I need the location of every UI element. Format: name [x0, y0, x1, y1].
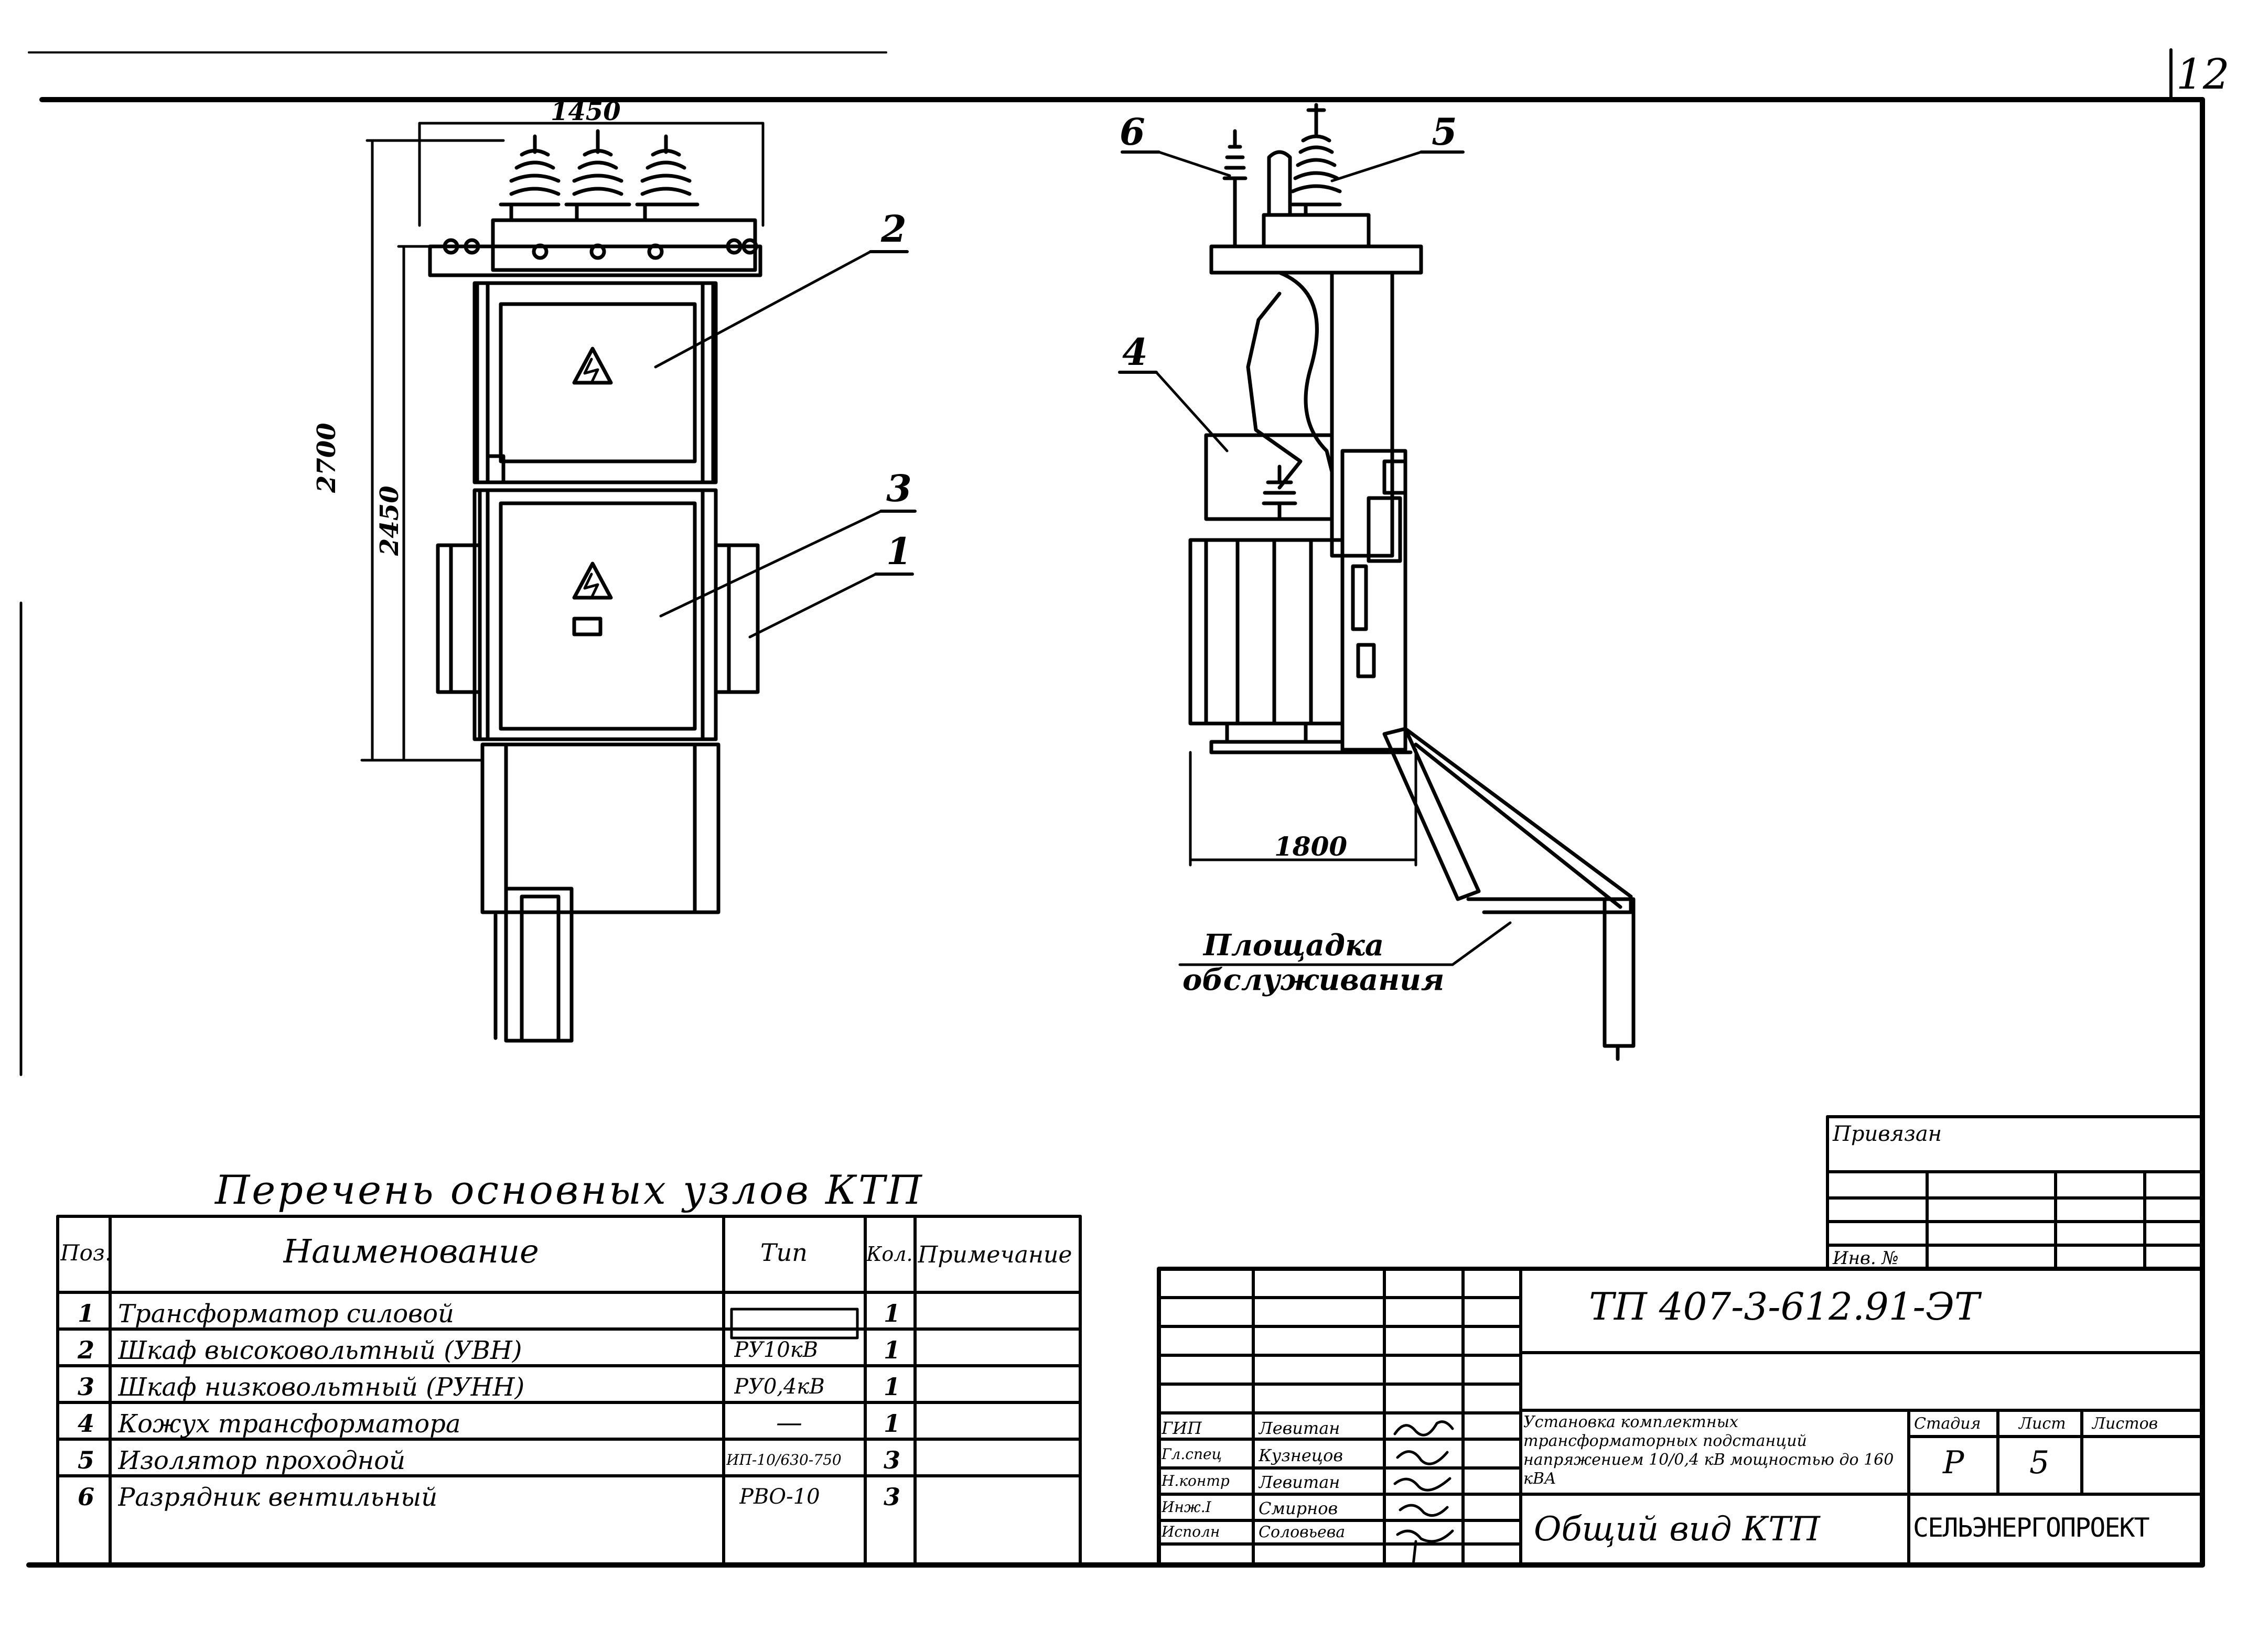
sheet-title: Общий вид КТП [1534, 1510, 1820, 1549]
signature-role: Н.контр [1162, 1472, 1230, 1489]
row-type: РУ10кВ [734, 1338, 818, 1362]
row-qty: 1 [884, 1336, 901, 1364]
signature-role: Исполн [1162, 1523, 1220, 1540]
document-code: ТП 407-3-612.91-ЭТ [1589, 1284, 1980, 1329]
row-type: РВО-10 [739, 1485, 820, 1509]
signature-name: Соловьева [1259, 1523, 1346, 1541]
bushing-left [499, 134, 561, 222]
inv-number-label: Инв. № [1833, 1248, 1899, 1269]
callout-1: 1 [886, 530, 912, 573]
row-name: Изолятор проходной [118, 1446, 406, 1475]
signature-name: Смирнов [1259, 1498, 1338, 1518]
stage-header: Стадия [1914, 1415, 1981, 1433]
project-description: Установка комплектных трансформаторных п… [1523, 1413, 1894, 1488]
dim-width-1450: 1450 [551, 97, 621, 126]
row-name: Шкаф низковольтный (РУНН) [118, 1373, 525, 1402]
leader-4 [1155, 371, 1229, 452]
row-pos: 3 [78, 1373, 95, 1401]
front-view-outline [428, 129, 762, 1043]
row-qty: 1 [884, 1299, 901, 1327]
organization: СЕЛЬЭНЕРГОПРОЕКТ [1913, 1513, 2150, 1543]
row-qty: 3 [884, 1483, 901, 1511]
row-pos: 2 [78, 1336, 95, 1364]
parts-table-grid [56, 1215, 1082, 1567]
row-qty: 3 [884, 1446, 901, 1474]
row-qty: 1 [884, 1373, 901, 1401]
sheets-header: Листов [2092, 1415, 2158, 1433]
row-pos: 1 [78, 1299, 95, 1327]
privyazka-grid [1826, 1115, 2204, 1270]
signature-name: Кузнецов [1259, 1445, 1343, 1465]
leader-2 [654, 250, 872, 369]
callout-2: 2 [881, 207, 907, 251]
leader-3 [659, 510, 883, 618]
page-number: 12 [2176, 50, 2230, 99]
row-name: Трансформатор силовой [118, 1299, 454, 1329]
bushing-middle [564, 129, 631, 222]
dim-depth-1800: 1800 [1274, 831, 1348, 862]
privyazka-title: Привязан [1833, 1122, 1942, 1146]
header-name: Наименование [283, 1232, 539, 1270]
platform-label: Площадка обслуживания [1182, 928, 1444, 997]
signature-scribbles [1393, 1420, 1454, 1567]
row-type: РУ0,4кВ [734, 1375, 825, 1399]
dim-height-2700: 2700 [312, 423, 341, 493]
platform-label-line1: Площадка [1203, 928, 1384, 963]
row-pos: 4 [78, 1409, 95, 1438]
row-name: Шкаф высоковольтный (УВН) [118, 1336, 522, 1365]
signature-role: ГИП [1162, 1418, 1202, 1438]
callout-3: 3 [886, 467, 912, 510]
front-dimensions [360, 122, 765, 762]
header-note: Примечание [918, 1241, 1072, 1268]
signature-role: Инж.I [1162, 1498, 1211, 1516]
sheet-value: 5 [2029, 1444, 2050, 1481]
stage-value: Р [1943, 1444, 1964, 1481]
callout-4: 4 [1122, 330, 1148, 374]
sheet-header: Лист [2019, 1415, 2066, 1433]
row-pos: 5 [78, 1446, 95, 1474]
header-pos: Поз. [60, 1240, 112, 1266]
signature-name: Левитан [1259, 1472, 1340, 1492]
row-pos: 6 [78, 1483, 95, 1511]
callout-5: 5 [1432, 110, 1457, 154]
signature-role: Гл.спец [1162, 1445, 1222, 1463]
leader-6 [1157, 150, 1231, 177]
header-type: Тип [760, 1238, 808, 1267]
row-name: Разрядник вентильный [118, 1483, 438, 1512]
bushing-right [635, 134, 700, 222]
leader-1 [748, 573, 877, 639]
side-dimensions [1189, 748, 1417, 867]
side-view-outline [1188, 103, 1636, 1061]
row-type: ИП-10/630-750 [726, 1451, 842, 1469]
title-block-grid [1157, 1267, 2205, 1567]
platform-label-line2: обслуживания [1182, 963, 1445, 997]
callout-6: 6 [1120, 110, 1145, 154]
platform-leader [1451, 921, 1512, 966]
row-qty: 1 [884, 1409, 901, 1438]
parts-table-title: Перечень основных узлов КТП [215, 1167, 924, 1213]
row-type: — [776, 1407, 802, 1438]
header-qty: Кол. [866, 1243, 913, 1266]
leader-5 [1330, 150, 1423, 182]
signature-name: Левитан [1259, 1418, 1340, 1438]
row-name: Кожух трансформатора [118, 1409, 461, 1439]
dim-height-2450: 2450 [375, 485, 404, 556]
